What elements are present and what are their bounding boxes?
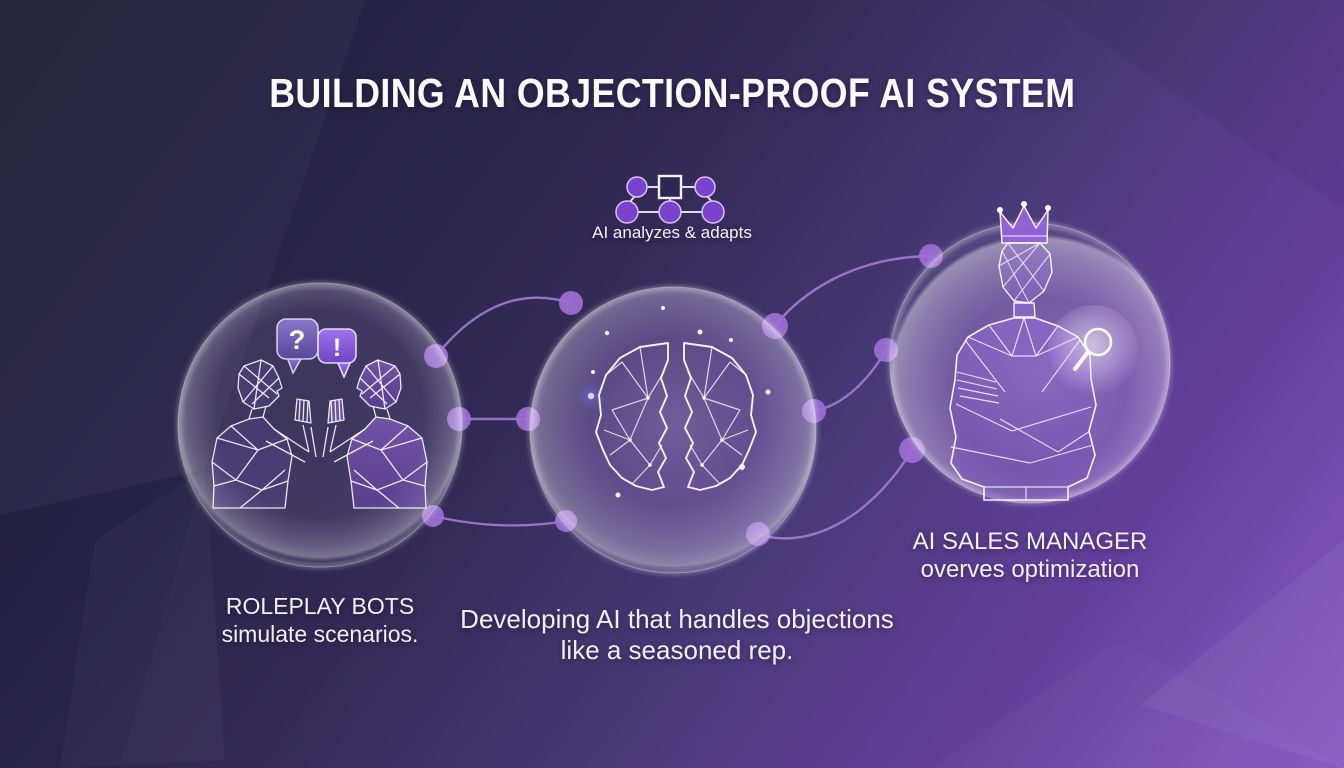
figure-left xyxy=(211,359,317,509)
background-facet xyxy=(1140,540,1344,768)
page-title-text: BUILDING AN OBJECTION-PROOF AI SYSTEM xyxy=(268,70,1076,116)
roleplay-caption-line2: simulate scenarios. xyxy=(221,621,419,647)
roleplay-caption-line1: ROLEPLAY BOTS xyxy=(225,593,415,619)
manager-node xyxy=(889,201,1171,504)
brain-bubble-circle xyxy=(530,287,816,573)
exclamation-glyph: ! xyxy=(333,334,341,362)
magnifier-icon xyxy=(1048,305,1138,395)
connector-line xyxy=(432,514,567,527)
page-title: BUILDING AN OBJECTION-PROOF AI SYSTEM xyxy=(0,70,1344,117)
question-glyph: ? xyxy=(289,325,306,355)
connector-line xyxy=(774,254,932,327)
manager-caption-line1: AI SALES MANAGER xyxy=(912,528,1148,555)
brain-caption-line1: Developing AI that handles objections xyxy=(460,604,894,634)
brain-wireframe-icon xyxy=(595,342,757,491)
brain-node xyxy=(529,286,817,574)
roleplay-node: ? ! xyxy=(177,282,463,568)
connector-line xyxy=(435,296,572,357)
manager-caption: AI SALES MANAGER overves optimization xyxy=(870,528,1190,584)
roleplay-caption: ROLEPLAY BOTS simulate scenarios. xyxy=(150,592,490,648)
question-speech-bubble-icon: ? xyxy=(276,318,319,375)
flowchart-node-square xyxy=(657,174,683,200)
talking-figures-icon xyxy=(211,359,428,509)
crown-icon xyxy=(997,201,1051,244)
flowchart-node xyxy=(701,200,725,224)
background-facet xyxy=(1040,0,1344,210)
exclamation-speech-bubble-icon: ! xyxy=(317,328,357,379)
brain-caption-line2: like a seasoned rep. xyxy=(560,635,794,665)
connector-line xyxy=(813,349,888,413)
connector-dot xyxy=(559,291,583,315)
flowchart-icon xyxy=(615,174,725,224)
brain-caption: Developing AI that handles objections li… xyxy=(407,604,947,666)
flowchart-node xyxy=(658,200,682,224)
flowchart-node xyxy=(615,200,639,224)
manager-caption-line2: overves optimization xyxy=(920,556,1140,583)
glow-dot-core xyxy=(587,392,595,400)
background-facet xyxy=(0,470,205,768)
figure-right xyxy=(322,359,428,509)
flowchart-node xyxy=(694,176,716,198)
process-caption: AI analyzes & adapts xyxy=(592,223,752,242)
flowchart-node xyxy=(626,176,648,198)
connector-line xyxy=(757,449,914,540)
